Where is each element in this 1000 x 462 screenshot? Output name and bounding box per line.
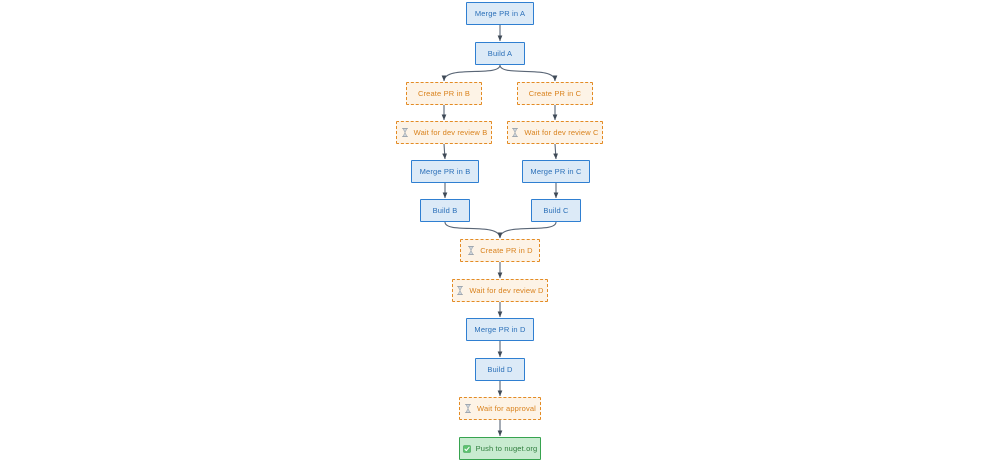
node-label: Push to nuget.org [475, 443, 538, 453]
node-label: Build A [487, 48, 513, 58]
node-label: Wait for dev review D [469, 285, 544, 295]
node-wait-review-c[interactable]: Wait for dev review C [507, 121, 603, 144]
edge-build-c-to-create-pr-d [497, 221, 557, 239]
node-label: Wait for approval [477, 403, 536, 413]
node-push-nuget[interactable]: Push to nuget.org [459, 437, 541, 460]
node-wait-approval[interactable]: Wait for approval [459, 397, 541, 420]
check-box-icon [462, 444, 471, 453]
node-build-a[interactable]: Build A [475, 42, 525, 65]
node-label: Build D [487, 364, 513, 374]
node-build-b[interactable]: Build B [420, 199, 470, 222]
node-merge-pr-c[interactable]: Merge PR in C [522, 160, 590, 183]
node-label: Merge PR in A [474, 8, 526, 18]
edge-wait-review-c-to-merge-pr-c [553, 143, 559, 160]
node-label: Wait for dev review C [524, 127, 599, 137]
hourglass-icon [464, 404, 472, 413]
node-create-pr-b[interactable]: Create PR in B [406, 82, 482, 105]
node-build-d[interactable]: Build D [475, 358, 525, 381]
node-merge-pr-b[interactable]: Merge PR in B [411, 160, 479, 183]
node-label: Merge PR in D [474, 324, 526, 334]
hourglass-icon [511, 128, 519, 137]
node-label: Build B [432, 205, 458, 215]
node-label: Wait for dev review B [413, 127, 488, 137]
node-wait-review-b[interactable]: Wait for dev review B [396, 121, 492, 144]
edge-build-a-to-create-pr-c [499, 64, 558, 82]
node-build-c[interactable]: Build C [531, 199, 581, 222]
node-label: Build C [543, 205, 569, 215]
hourglass-icon [456, 286, 464, 295]
node-wait-review-d[interactable]: Wait for dev review D [452, 279, 548, 302]
hourglass-icon [401, 128, 409, 137]
node-label: Create PR in B [417, 88, 471, 98]
node-label: Merge PR in B [419, 166, 471, 176]
node-label: Create PR in C [528, 88, 582, 98]
edge-build-b-to-create-pr-d [444, 221, 503, 239]
hourglass-icon [467, 246, 475, 255]
node-create-pr-d[interactable]: Create PR in D [460, 239, 540, 262]
node-create-pr-c[interactable]: Create PR in C [517, 82, 593, 105]
node-merge-pr-d[interactable]: Merge PR in D [466, 318, 534, 341]
node-label: Merge PR in C [530, 166, 582, 176]
node-label: Create PR in D [480, 245, 533, 255]
edge-build-a-to-create-pr-b [441, 64, 501, 82]
node-merge-pr-a[interactable]: Merge PR in A [466, 2, 534, 25]
edge-wait-review-b-to-merge-pr-b [442, 143, 448, 160]
